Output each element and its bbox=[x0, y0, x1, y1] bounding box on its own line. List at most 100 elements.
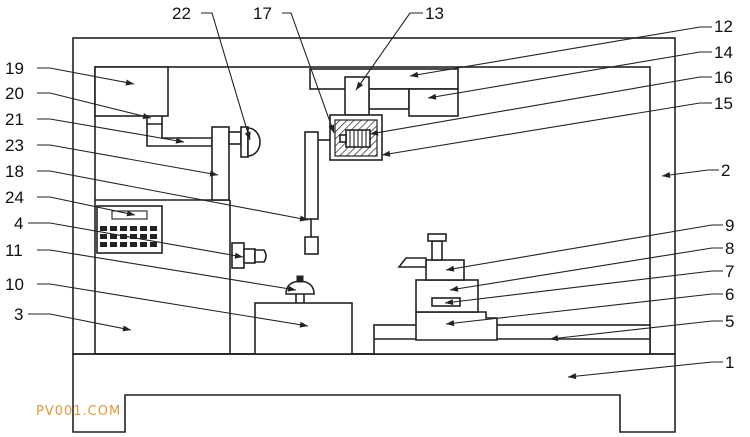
leader-line-14 bbox=[427, 51, 712, 99]
connector-20 bbox=[146, 116, 163, 125]
callout-label-14: 14 bbox=[714, 43, 733, 62]
leader-arrowhead-12 bbox=[410, 71, 419, 78]
left-partition bbox=[95, 199, 231, 354]
block-19 bbox=[94, 66, 169, 117]
leader-line-7 bbox=[444, 270, 723, 304]
leader-line-18 bbox=[37, 170, 309, 221]
clamp-8-9 bbox=[397, 233, 465, 281]
callout-label-20: 20 bbox=[5, 84, 24, 103]
leader-arrowhead-14 bbox=[428, 93, 437, 100]
knob-11 bbox=[285, 275, 315, 303]
callout-label-8: 8 bbox=[725, 239, 734, 258]
leader-line-5 bbox=[549, 320, 723, 340]
leader-line-3 bbox=[28, 313, 132, 331]
callout-label-9: 9 bbox=[725, 216, 734, 235]
leader-arrowhead-6 bbox=[446, 320, 455, 327]
leader-arrowhead-13 bbox=[356, 81, 364, 90]
leader-arrowhead-17 bbox=[328, 124, 335, 133]
leader-arrowhead-18 bbox=[299, 215, 308, 222]
callout-label-3: 3 bbox=[14, 305, 23, 324]
leader-arrowhead-24 bbox=[126, 210, 135, 217]
leader-line-6 bbox=[445, 293, 723, 325]
leader-arrowhead-22 bbox=[244, 131, 251, 140]
keypad-key bbox=[100, 242, 107, 247]
housing-16 bbox=[329, 114, 383, 161]
callout-label-15: 15 bbox=[714, 94, 733, 113]
slider-14 bbox=[368, 88, 459, 117]
callout-label-6: 6 bbox=[725, 285, 734, 304]
leader-arrowhead-23 bbox=[209, 170, 218, 177]
callout-label-19: 19 bbox=[5, 59, 24, 78]
leader-line-9 bbox=[445, 224, 723, 271]
leader-arrowhead-1 bbox=[568, 373, 577, 380]
leader-line-17 bbox=[282, 12, 335, 134]
leader-arrowhead-11 bbox=[287, 285, 296, 292]
keypad-key bbox=[120, 226, 127, 231]
callout-label-2: 2 bbox=[721, 161, 730, 180]
callout-label-22: 22 bbox=[172, 4, 191, 23]
callout-label-17: 17 bbox=[253, 4, 272, 23]
callout-label-4: 4 bbox=[14, 214, 23, 233]
leader-arrowhead-4 bbox=[234, 252, 243, 259]
callout-label-16: 16 bbox=[714, 68, 733, 87]
box-10 bbox=[254, 302, 353, 355]
callout-label-12: 12 bbox=[714, 17, 733, 36]
leader-line-4 bbox=[28, 222, 244, 258]
leader-arrowhead-9 bbox=[446, 265, 455, 272]
leader-line-20 bbox=[37, 92, 152, 119]
keypad-key bbox=[150, 234, 157, 239]
leader-line-11 bbox=[37, 249, 297, 291]
leader-line-12 bbox=[409, 26, 712, 77]
callout-label-18: 18 bbox=[5, 162, 24, 181]
callout-label-21: 21 bbox=[5, 110, 24, 129]
leader-line-15 bbox=[381, 102, 712, 156]
leader-arrowhead-16 bbox=[370, 129, 379, 136]
keypad-24 bbox=[96, 205, 163, 254]
keypad-key bbox=[150, 242, 157, 247]
callout-label-1: 1 bbox=[725, 353, 734, 372]
leader-line-21 bbox=[37, 118, 185, 143]
leader-arrowhead-8 bbox=[450, 285, 459, 292]
slide-block-6 bbox=[415, 311, 498, 341]
callout-label-23: 23 bbox=[5, 136, 24, 155]
watermark: PV001.COM bbox=[36, 404, 121, 419]
unit-4 bbox=[231, 242, 267, 269]
leader-arrowhead-7 bbox=[445, 299, 454, 306]
leader-line-13 bbox=[355, 12, 423, 91]
keypad-key bbox=[130, 242, 137, 247]
callout-label-24: 24 bbox=[5, 188, 24, 207]
leader-line-19 bbox=[37, 67, 135, 85]
leader-line-8 bbox=[449, 247, 723, 291]
leader-line-22 bbox=[201, 12, 251, 141]
leader-line-24 bbox=[37, 196, 136, 216]
leader-arrowhead-20 bbox=[142, 113, 151, 119]
holder-7 bbox=[415, 279, 479, 313]
leader-line-23 bbox=[37, 144, 219, 176]
keypad-key bbox=[100, 234, 107, 239]
leader-line-2 bbox=[661, 169, 719, 177]
leader-arrowhead-21 bbox=[175, 137, 184, 144]
leader-arrowhead-5 bbox=[550, 335, 559, 342]
keypad-key bbox=[100, 226, 107, 231]
post-23 bbox=[211, 126, 230, 201]
callout-label-10: 10 bbox=[5, 275, 24, 294]
leader-arrowhead-10 bbox=[299, 321, 308, 328]
keypad-key bbox=[140, 226, 147, 231]
leader-line-1 bbox=[567, 361, 723, 378]
leader-line-10 bbox=[37, 283, 309, 327]
column-13 bbox=[344, 76, 370, 116]
keypad-key bbox=[110, 226, 117, 231]
keypad-key bbox=[140, 234, 147, 239]
leader-arrowhead-3 bbox=[122, 325, 131, 332]
leader-arrowhead-2 bbox=[662, 171, 671, 178]
keypad-key bbox=[130, 226, 137, 231]
leader-line-16 bbox=[369, 76, 712, 135]
keypad-key bbox=[120, 242, 127, 247]
keypad-key bbox=[140, 242, 147, 247]
keypad-key bbox=[130, 234, 137, 239]
keypad-key bbox=[110, 234, 117, 239]
callout-label-13: 13 bbox=[425, 4, 444, 23]
leader-arrowhead-19 bbox=[125, 79, 134, 86]
